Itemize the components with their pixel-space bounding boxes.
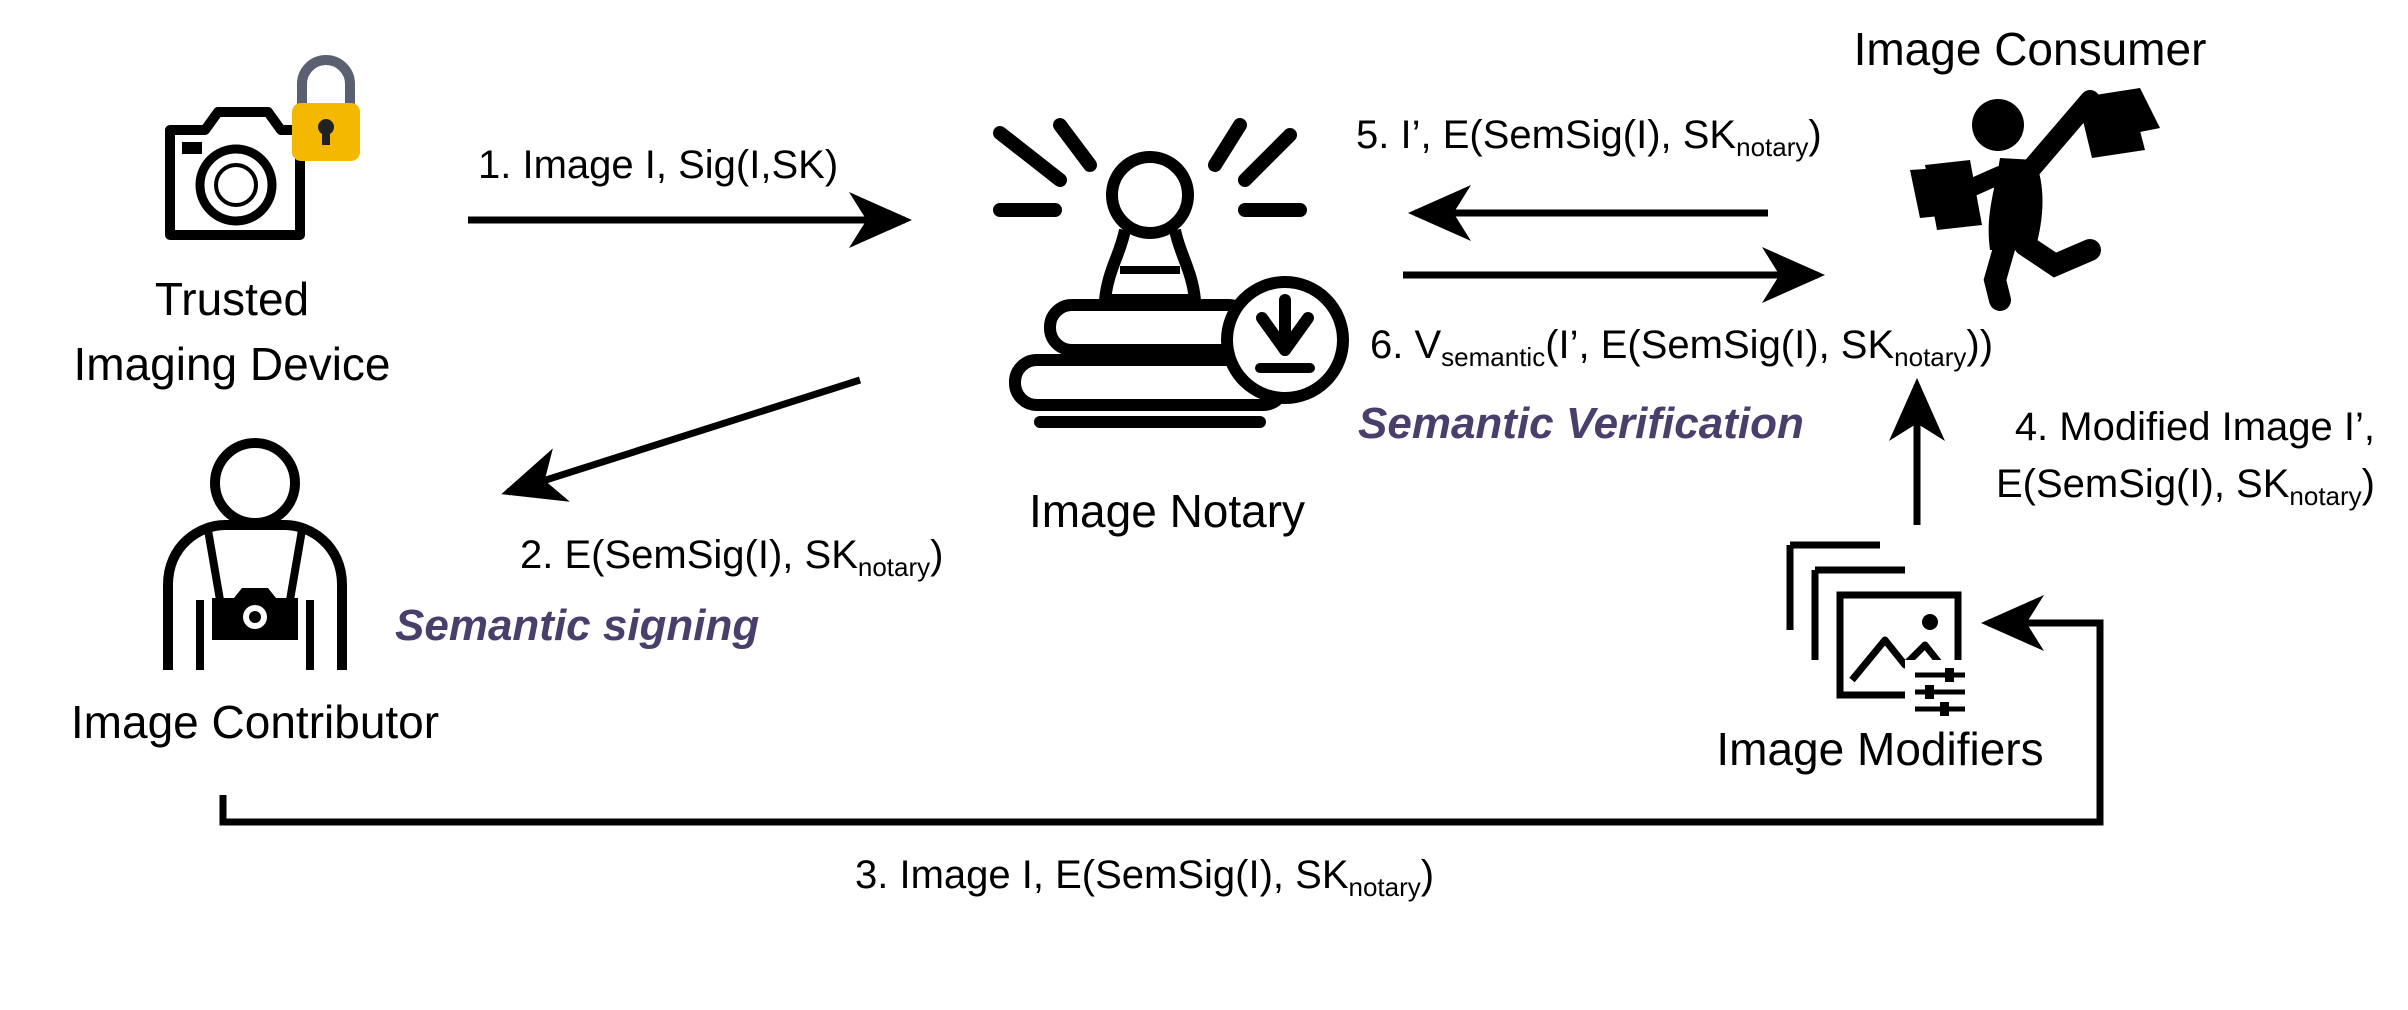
- message-2-label: 2. E(SemSig(I), SKnotary): [520, 533, 943, 582]
- stamp-approval-icon: [993, 118, 1349, 428]
- device-label-line2: Imaging Device: [73, 338, 390, 390]
- consumer-label: Image Consumer: [1854, 23, 2207, 75]
- person-with-bags-icon: [1910, 88, 2160, 311]
- arrow-2-notary-to-contributor: [501, 376, 862, 502]
- message-4-label-line1: 4. Modified Image I’,: [2015, 405, 2375, 449]
- image-stack-edit-icon: [1786, 541, 1965, 718]
- message-4-label-line2: E(SemSig(I), SKnotary): [1996, 462, 2375, 511]
- arrow-3-contributor-to-modifiers: [219, 595, 2104, 826]
- message-1-label: 1. Image I, Sig(I,SK): [478, 143, 838, 187]
- notary-label: Image Notary: [1029, 485, 1305, 537]
- photographer-icon: [163, 438, 347, 670]
- modifiers-label: Image Modifiers: [1716, 723, 2043, 775]
- phase-semantic-signing: Semantic signing: [395, 601, 759, 650]
- camera-lock-icon: [165, 55, 360, 240]
- message-5-label: 5. I’, E(SemSig(I), SKnotary): [1356, 113, 1822, 162]
- message-3-label: 3. Image I, E(SemSig(I), SKnotary): [855, 853, 1434, 902]
- message-6-label: 6. Vsemantic(I’, E(SemSig(I), SKnotary)): [1370, 323, 1993, 372]
- contributor-label: Image Contributor: [71, 696, 439, 748]
- device-label-line1: Trusted: [155, 273, 309, 325]
- phase-semantic-verification: Semantic Verification: [1358, 399, 1804, 448]
